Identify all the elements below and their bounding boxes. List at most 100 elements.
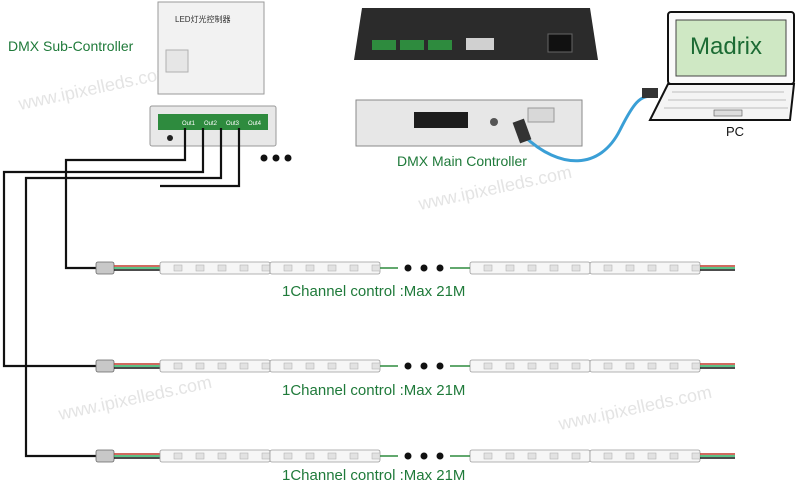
main-controller-front [355,99,583,147]
continuation-dot [436,452,444,460]
watermark-text: www.ipixelleds.com [556,382,714,434]
led-chip [327,264,337,272]
watermark-text: www.ipixelleds.com [56,372,214,424]
led-chip [283,452,293,460]
led-chip [505,264,515,272]
led-chip [625,264,635,272]
sub-controller-title: LED灯光控制器 [175,14,231,24]
led-chip [327,362,337,370]
led-chip [239,362,249,370]
led-chip [195,362,205,370]
led-chip [483,264,493,272]
strip-1-label: 1Channel control :Max 21M [282,283,466,300]
led-chip [217,452,227,460]
continuation-dot [404,452,412,460]
led-chip [283,264,293,272]
watermark-text: www.ipixelleds.com [16,62,174,114]
led-chip [571,452,581,460]
led-chip [571,264,581,272]
continuation-dot [404,264,412,272]
led-chip [173,362,183,370]
led-chip [691,264,701,272]
led-chip [691,452,701,460]
software-name: Madrix [690,33,763,60]
usb-plug [642,88,658,98]
led-chip [305,452,315,460]
led-chip [527,362,537,370]
sub-controller-device: LED灯光控制器 Out1 Out2 Out3 Out4 [149,1,277,147]
led-chip [669,452,679,460]
led-chip [625,362,635,370]
strip-2-label: 1Channel control :Max 21M [282,382,466,399]
port-label: Out3 [226,121,240,127]
led-strip-row [114,359,735,373]
led-chip [625,452,635,460]
led-chip [647,452,657,460]
led-chip [603,452,613,460]
led-chip [195,264,205,272]
led-chip [217,264,227,272]
led-chip [549,452,559,460]
led-chip [371,452,381,460]
led-chip [173,452,183,460]
led-chip [483,362,493,370]
led-chip [217,362,227,370]
continuation-dot [436,362,444,370]
pc-laptop [648,11,796,121]
led-chip [349,452,359,460]
led-chip [483,452,493,460]
led-chip [549,264,559,272]
continuation-dot [436,264,444,272]
usb-plug [512,118,532,144]
led-chip [603,264,613,272]
led-chip [527,452,537,460]
continuation-dot [420,452,428,460]
usb-cable [522,94,653,163]
sub-controller-ports: Out1 Out2 Out3 Out4 [182,121,262,127]
strip-connectors [95,261,115,463]
led-chip [195,452,205,460]
sub-controller-label: DMX Sub-Controller [8,38,134,54]
led-chip [527,264,537,272]
led-strips [114,261,735,463]
led-chip [305,362,315,370]
strip-3-label: 1Channel control :Max 21M [282,467,466,484]
port-label: Out2 [204,121,218,127]
led-chip [327,452,337,460]
more-outputs-dots [260,154,292,162]
led-chip [349,264,359,272]
led-chip [305,264,315,272]
port-label: Out1 [182,121,196,127]
led-chip [371,362,381,370]
continuation-dot [404,362,412,370]
led-chip [571,362,581,370]
led-chip [549,362,559,370]
led-chip [505,452,515,460]
pc-label: PC [726,124,745,139]
watermark-text: www.ipixelleds.com [416,162,574,214]
led-chip [669,264,679,272]
led-chip [647,264,657,272]
continuation-dot [420,264,428,272]
led-chip [261,362,271,370]
led-chip [505,362,515,370]
signal-wires [2,128,241,458]
main-controller-top [354,8,598,60]
main-controller-label: DMX Main Controller [397,153,527,169]
led-chip [371,264,381,272]
led-chip [647,362,657,370]
continuation-dot [420,362,428,370]
led-chip [603,362,613,370]
led-strip-row [114,449,735,463]
port-label: Out4 [248,121,262,127]
led-chip [691,362,701,370]
led-chip [669,362,679,370]
led-chip [261,264,271,272]
led-chip [349,362,359,370]
led-strip-row [114,261,735,275]
led-chip [261,452,271,460]
led-chip [239,264,249,272]
led-chip [239,452,249,460]
led-chip [173,264,183,272]
